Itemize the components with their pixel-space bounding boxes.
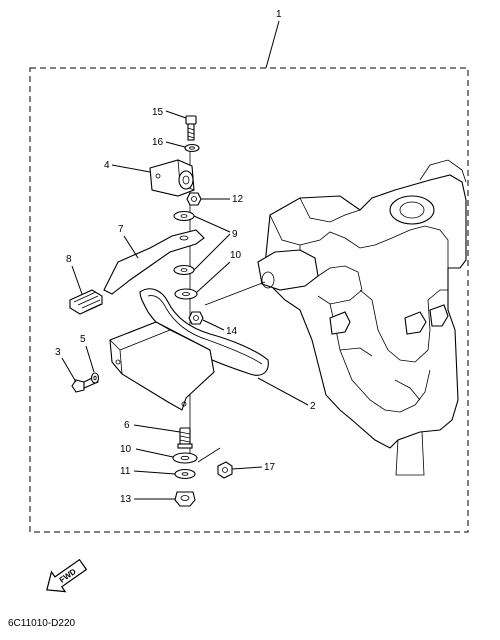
callout-5: 5 xyxy=(80,334,86,345)
callout-17: 17 xyxy=(264,462,276,473)
plate-2 xyxy=(109,288,269,411)
callout-3: 3 xyxy=(55,347,61,358)
leader-1 xyxy=(265,20,280,69)
callout-11: 11 xyxy=(120,466,131,477)
callout-12: 12 xyxy=(232,194,244,205)
clamp-bracket-casting xyxy=(257,159,467,476)
plate-7 xyxy=(103,229,205,295)
fwd-arrow-icon: FWD xyxy=(46,558,88,593)
washer-5 xyxy=(90,372,100,384)
callout-13: 13 xyxy=(120,494,132,505)
callout-8: 8 xyxy=(66,254,72,265)
washer-10-top xyxy=(174,288,198,300)
washer-10-lower xyxy=(172,452,198,464)
explode-axis-17 xyxy=(197,447,221,463)
callout-6: 6 xyxy=(124,420,130,431)
bracket-4 xyxy=(149,159,195,197)
washer-9-top xyxy=(173,210,195,222)
bolt-6 xyxy=(177,427,193,449)
callout-2: 2 xyxy=(310,401,316,412)
explode-axis-14 xyxy=(204,281,266,306)
nut-13 xyxy=(174,491,196,507)
callout-10-top: 10 xyxy=(230,250,242,261)
washer-11 xyxy=(174,468,196,480)
callout-4: 4 xyxy=(104,160,110,171)
drawing-code: 6C11010-D220 xyxy=(8,618,76,629)
callout-1: 1 xyxy=(276,9,282,20)
callout-14: 14 xyxy=(226,326,238,337)
nut-12 xyxy=(186,192,202,206)
callouts: 15 16 4 12 7 9 8 10 14 3 5 2 6 10 11 17 xyxy=(55,107,316,505)
pad-8 xyxy=(69,289,103,315)
callout-10-lower: 10 xyxy=(120,444,132,455)
callout-7: 7 xyxy=(118,224,124,235)
bolt-15 xyxy=(185,115,197,141)
nut-14 xyxy=(188,311,204,325)
bolt-17 xyxy=(217,461,233,479)
callout-15: 15 xyxy=(152,107,164,118)
assembly-frame xyxy=(29,67,469,533)
washer-16 xyxy=(184,143,200,153)
washer-9-lower xyxy=(173,264,195,276)
callout-9: 9 xyxy=(232,229,238,240)
callout-16: 16 xyxy=(152,137,164,148)
